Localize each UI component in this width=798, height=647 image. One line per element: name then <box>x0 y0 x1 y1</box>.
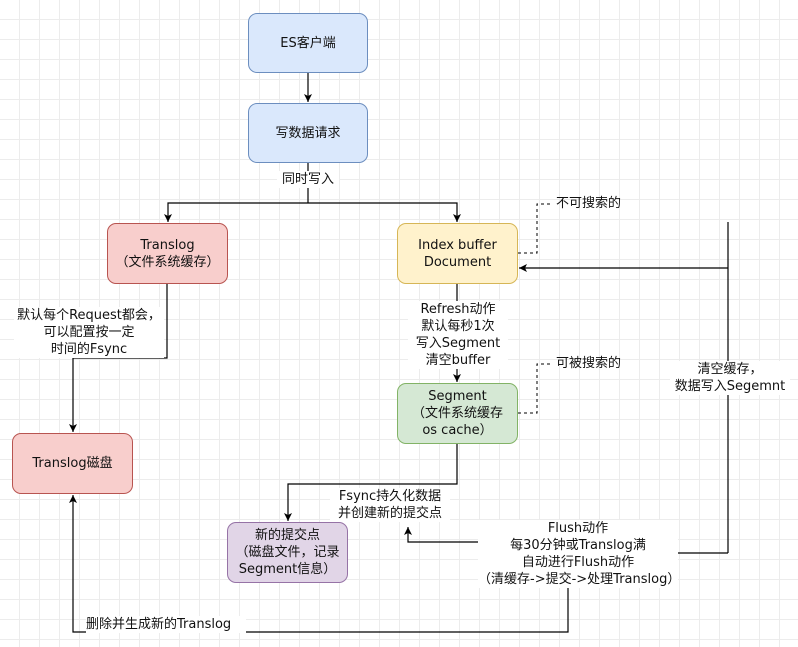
segment-line-2: （文件系统缓存 <box>411 406 503 421</box>
commit-point-node: 新的提交点 （磁盘文件，记录 Segment信息） <box>227 522 348 583</box>
translog-subtitle: （文件系统缓存） <box>115 254 220 270</box>
fsync-persist-label: Fsync持久化数据 并创建新的提交点 <box>330 488 450 522</box>
translog-fsync-label: 默认每个Request都会， 可以配置按一定 时间的Fsync <box>14 307 164 358</box>
commit-point-line-3: Segment信息） <box>238 562 337 577</box>
index-buffer-node: Index buffer Document <box>397 223 518 284</box>
translog-disk-node: Translog磁盘 <box>12 433 133 494</box>
es-client-label: ES客户端 <box>280 35 336 51</box>
translog-disk-label: Translog磁盘 <box>32 456 113 471</box>
searchable-label: 可被搜索的 <box>556 356 622 371</box>
segment-node: Segment （文件系统缓存 os cache） <box>397 383 518 444</box>
commit-point-line-2: （磁盘文件，记录 <box>235 545 340 560</box>
segment-line-3: os cache） <box>422 423 493 438</box>
edge-segment-to-commit-point <box>284 443 458 521</box>
edge-split-to-translog <box>164 202 308 222</box>
edge-translog-to-disk <box>69 283 168 432</box>
clear-cache-label: 清空缓存， 数据写入Segemnt <box>670 361 790 395</box>
flush-label: Flush动作 每30分钟或Translog满 自动进行Flush动作 （清缓存… <box>478 520 681 588</box>
edge-split-to-index-buffer <box>308 202 461 222</box>
index-buffer-subtitle: Document <box>423 254 492 270</box>
index-buffer-title: Index buffer <box>418 237 497 253</box>
not-searchable-label: 不可搜索的 <box>556 196 622 211</box>
translog-title: Translog <box>140 237 195 253</box>
segment-title: Segment <box>428 389 487 404</box>
edge-flush-to-translog-disk <box>69 495 569 633</box>
refresh-label: Refresh动作 默认每秒1次 写入Segment 清空buffer <box>408 301 508 369</box>
edge-searchable-callout <box>518 363 552 414</box>
commit-point-title: 新的提交点 <box>254 528 320 543</box>
delete-translog-label: 删除并生成新的Translog <box>86 616 246 633</box>
write-request-label: 写数据请求 <box>275 125 341 141</box>
edge-not-searchable-callout <box>518 203 552 254</box>
translog-node: Translog （文件系统缓存） <box>107 223 228 284</box>
es-client-node: ES客户端 <box>248 13 368 73</box>
write-request-node: 写数据请求 <box>248 103 368 163</box>
concurrent-write-label: 同时写入 <box>277 171 339 188</box>
